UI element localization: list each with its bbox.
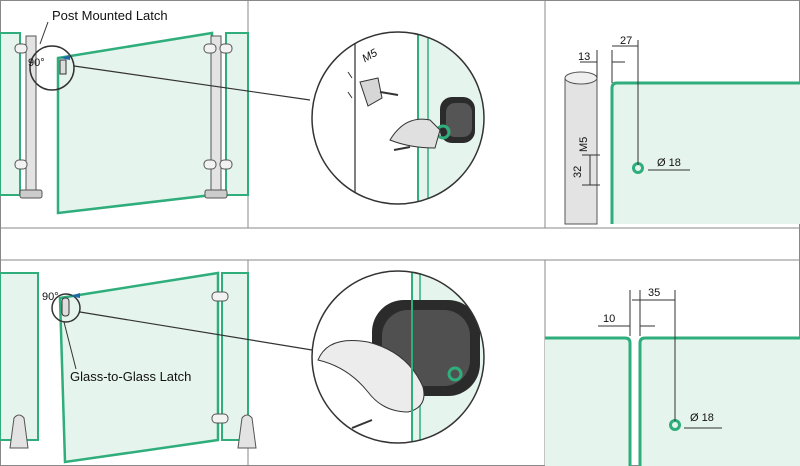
- direction-flag-icon: [70, 293, 80, 298]
- hole-diameter-top: Ø 18: [657, 157, 681, 169]
- latch-body-icon: [61, 297, 70, 317]
- post-latch-title: Post Mounted Latch: [52, 8, 168, 23]
- glass-panel-left: [0, 32, 21, 196]
- screw: [351, 419, 373, 429]
- direction-flag-icon: [60, 55, 70, 60]
- right-post: [210, 35, 222, 195]
- bumper-ring: [447, 366, 463, 382]
- glass-latch-title: Glass-to-Glass Latch: [70, 369, 191, 384]
- left-post-base: [19, 189, 43, 199]
- glass-section-left: [545, 338, 630, 466]
- post-latch-dimensions: 27 13 M5 32 Ø 18: [564, 35, 800, 225]
- glass-latch-zoom: [311, 270, 485, 444]
- dim-27: 27: [620, 35, 632, 47]
- hole-diameter-bottom: Ø 18: [690, 412, 714, 424]
- glass-gate-panel: [58, 271, 220, 464]
- latch-mount: [359, 77, 383, 107]
- post-section: [564, 77, 598, 225]
- glass-latch-dimensions: 35 10 Ø 18: [545, 287, 800, 466]
- latch-hook: [389, 118, 441, 149]
- right-post-base: [204, 189, 228, 199]
- latch-hook: [317, 340, 425, 413]
- post-mounted-overview: 90° Post Mounted Latch: [0, 8, 311, 215]
- floor-spigot-right: [237, 414, 257, 449]
- glass-gate-panel: [56, 31, 214, 215]
- callout-leader: [73, 65, 311, 101]
- glass-panel-left: [0, 272, 39, 441]
- glass-to-glass-overview: 90° Glass-to-Glass Latch: [0, 271, 313, 464]
- latch-detail-callout: [29, 45, 75, 91]
- dim-thread: M5: [578, 137, 590, 152]
- hinge-clamps: [211, 291, 229, 424]
- latch-detail-callout: [51, 293, 81, 323]
- post-latch-zoom: M5: [311, 31, 485, 205]
- glass-section-right: [640, 338, 800, 466]
- floor-spigot-left: [9, 414, 29, 449]
- angle-label: 90°: [28, 57, 45, 69]
- callout-leader: [79, 311, 313, 351]
- hinge-clamps: [14, 43, 233, 170]
- glass-panel-right: [225, 32, 249, 196]
- screw-top: [379, 91, 399, 96]
- dim-35: 35: [648, 287, 660, 299]
- dim-32: 32: [572, 166, 584, 178]
- dim-13: 13: [578, 51, 590, 63]
- dim-10: 10: [603, 313, 615, 325]
- screw-bottom: [393, 146, 411, 151]
- angle-label: 90°: [42, 291, 59, 303]
- glass-section: [612, 83, 800, 224]
- latch-body-icon: [59, 59, 67, 75]
